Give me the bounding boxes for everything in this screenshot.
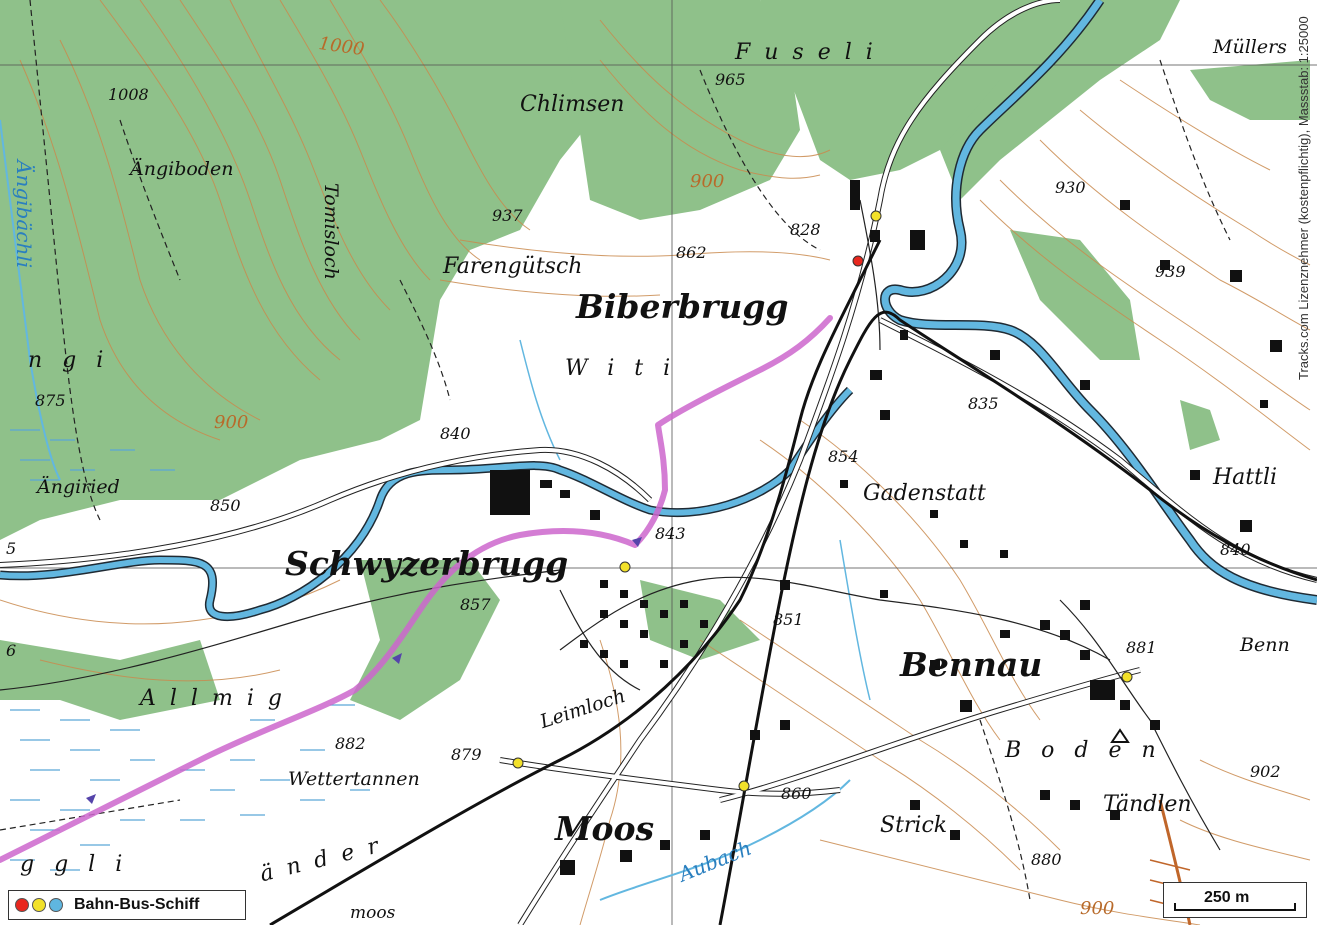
place-witi: Witi — [565, 356, 691, 381]
elevation-880: 880 — [1031, 850, 1062, 869]
place-moos-edge: moos — [350, 903, 396, 923]
place-muellers: Müllers — [1213, 36, 1287, 58]
elevation-939: 939 — [1155, 262, 1186, 281]
transit-stops — [512, 210, 1133, 792]
place-moos: Moos — [555, 809, 655, 848]
place-ngi: ngi — [28, 348, 124, 373]
place-allmig: Allmig — [140, 686, 296, 711]
scale-label: 250 m — [1204, 889, 1250, 906]
place-wettertannen: Wettertannen — [288, 768, 420, 790]
place-farenguetsch: Farengütsch — [443, 254, 583, 279]
elevation-6: 6 — [6, 641, 17, 660]
elevation-875: 875 — [35, 391, 66, 410]
elevation-862: 862 — [676, 243, 707, 262]
elevation-857: 857 — [460, 595, 491, 614]
elevation-5: 5 — [6, 539, 17, 558]
place-bennau-edge: Benn — [1240, 634, 1290, 656]
route-direction-arrows — [86, 537, 642, 804]
contour-900-north: 900 — [690, 171, 725, 192]
scale-bar: 250 m — [1163, 882, 1307, 918]
elevation-854: 854 — [828, 447, 859, 466]
legend-label: Bahn-Bus-Schiff — [74, 896, 200, 913]
place-gadenstatt: Gadenstatt — [863, 481, 986, 506]
hiking-route — [0, 315, 833, 863]
contour-900-south: 900 — [1080, 898, 1115, 919]
place-ggli: ggli — [20, 852, 143, 877]
place-angiboden: Ängiboden — [130, 158, 234, 180]
elevation-840-east: 840 — [1220, 540, 1251, 559]
place-angiried: Ängiried — [37, 476, 120, 498]
place-biberbrugg: Biberbrugg — [576, 287, 789, 326]
stream-angibaechli: Ängibächli — [12, 160, 36, 269]
place-hattli: Hattli — [1213, 465, 1278, 490]
contour-900-west: 900 — [214, 412, 249, 433]
place-taendlen: Tändlen — [1103, 792, 1192, 817]
place-strick: Strick — [880, 813, 948, 838]
elevation-965: 965 — [715, 70, 746, 89]
place-fuseli: Fuseli — [735, 40, 887, 65]
elevation-860: 860 — [781, 784, 812, 803]
forest-areas — [0, 0, 1310, 720]
marsh-hatching — [10, 429, 370, 871]
elevation-930: 930 — [1055, 178, 1086, 197]
elevation-1008: 1008 — [108, 85, 149, 104]
bus-dot-icon — [32, 898, 46, 912]
elevation-843: 843 — [655, 524, 686, 543]
scale-line — [1174, 903, 1296, 911]
place-chlimsen: Chlimsen — [520, 92, 625, 117]
place-tomisloch: Tomisloch — [320, 183, 342, 280]
elevation-902: 902 — [1250, 762, 1281, 781]
elevation-840: 840 — [440, 424, 471, 443]
place-schwyzerbrugg: Schwyzerbrugg — [285, 544, 569, 583]
elevation-828: 828 — [790, 220, 821, 239]
transit-legend: Bahn-Bus-Schiff — [8, 890, 246, 920]
rail-dot-icon — [15, 898, 29, 912]
elevation-882: 882 — [335, 734, 366, 753]
place-bennau: Bennau — [900, 645, 1043, 684]
buildings — [490, 180, 1282, 875]
elevation-850: 850 — [210, 496, 241, 515]
elevation-881: 881 — [1126, 638, 1157, 657]
place-boden: Boden — [1005, 738, 1176, 763]
railways — [269, 239, 1317, 925]
ship-dot-icon — [49, 898, 63, 912]
elevation-851: 851 — [773, 610, 804, 629]
elevation-879: 879 — [451, 745, 482, 764]
map-credit: Tracks.com Lizenznehmer (kostenpflichtig… — [1296, 16, 1311, 380]
elevation-937: 937 — [492, 206, 523, 225]
elevation-835: 835 — [968, 394, 999, 413]
